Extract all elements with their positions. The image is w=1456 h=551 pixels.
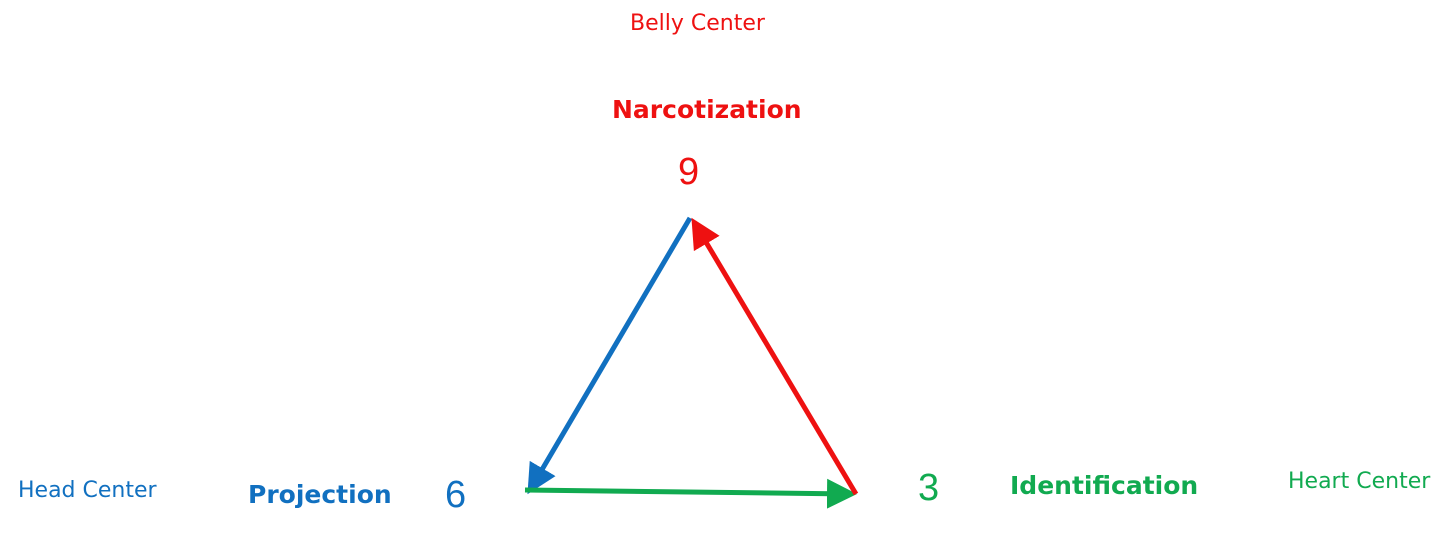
arrow-3-to-9 (691, 217, 859, 496)
head-center-label: Head Center (18, 478, 157, 503)
arrow-6-to-3 (524, 478, 857, 509)
type-9-number: 9 (678, 151, 700, 193)
narcotization-label: Narcotization (612, 95, 802, 124)
projection-label: Projection (248, 480, 392, 509)
arrow-9-to-6 (527, 216, 693, 495)
heart-center-label: Heart Center (1288, 469, 1431, 494)
type-6-number: 6 (445, 474, 467, 516)
identification-label: Identification (1010, 471, 1199, 500)
belly-center-label: Belly Center (630, 11, 765, 36)
type-3-number: 3 (918, 467, 940, 509)
